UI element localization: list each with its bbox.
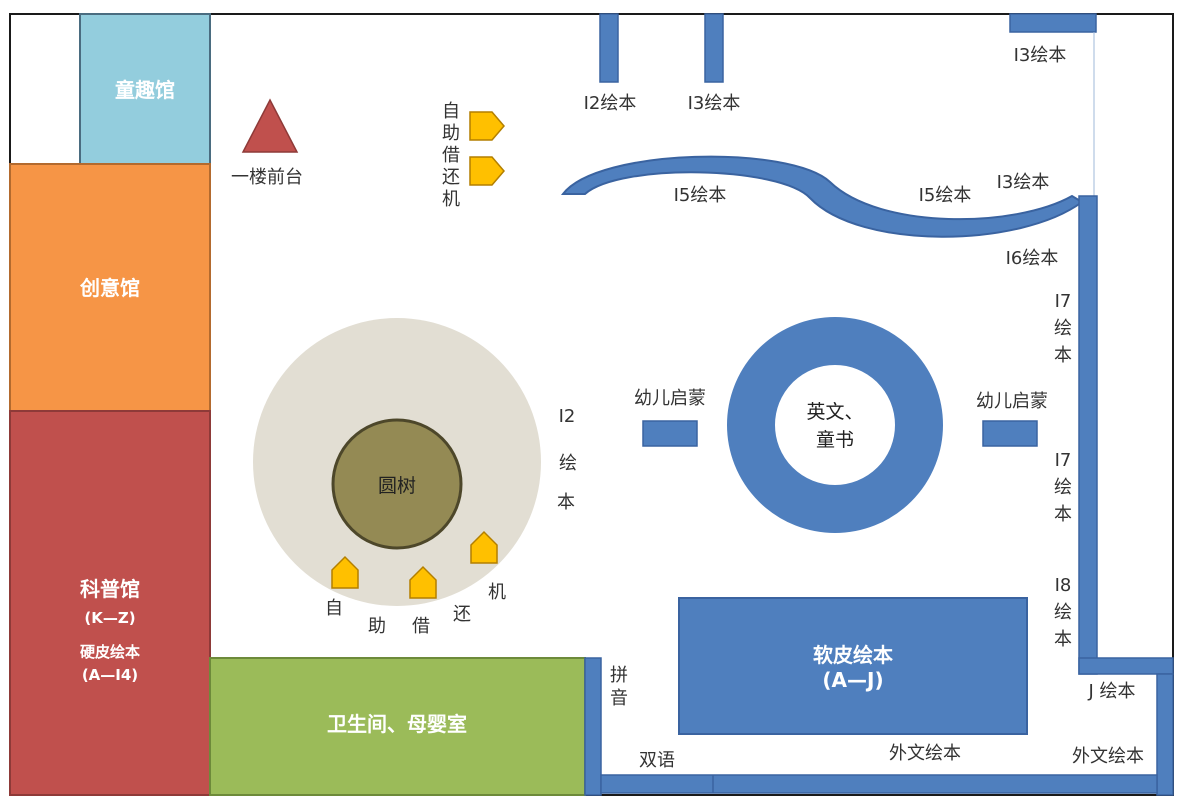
shelf-right-wall bbox=[1078, 195, 1098, 675]
svg-text:绘: 绘 bbox=[1054, 318, 1072, 339]
svg-text:绘: 绘 bbox=[1054, 602, 1072, 623]
shelf-i2-top bbox=[599, 13, 619, 83]
hardcover-picturebooks-label: 硬皮绘本 bbox=[80, 643, 140, 661]
svg-text:绘: 绘 bbox=[1054, 477, 1072, 498]
hardcover-range: (A—I4) bbox=[82, 666, 138, 684]
shelf-i3-corner bbox=[1009, 13, 1097, 33]
creative-hall-label: 创意馆 bbox=[79, 276, 140, 300]
pentagon-marker-icon[interactable] bbox=[331, 555, 359, 589]
shelf-right-lower bbox=[1156, 673, 1174, 796]
svg-text:机: 机 bbox=[442, 189, 460, 210]
label-j: J 绘本 bbox=[1087, 681, 1135, 702]
shelf-j bbox=[1078, 657, 1174, 675]
svg-text:I7: I7 bbox=[1055, 291, 1072, 312]
label-i7-upper: I7 绘 本 bbox=[1054, 291, 1072, 366]
label-pinyin: 拼 音 bbox=[610, 665, 628, 709]
svg-text:本: 本 bbox=[557, 492, 575, 513]
label-bilingual: 双语 bbox=[639, 750, 675, 771]
creative-hall-room[interactable] bbox=[9, 163, 211, 412]
svg-text:本: 本 bbox=[1054, 345, 1072, 366]
label-i7-lower: I7 绘 本 bbox=[1054, 450, 1072, 525]
svg-text:拼: 拼 bbox=[610, 665, 628, 686]
science-hall-range: (K—Z) bbox=[84, 609, 135, 627]
tree-kiosk-label: 自 助 借 还 机 bbox=[325, 582, 506, 637]
round-tree-label: 圆树 bbox=[378, 475, 416, 497]
label-i3-corner: I3绘本 bbox=[1014, 45, 1067, 66]
pentagon-marker-icon[interactable] bbox=[469, 156, 505, 186]
svg-text:I2: I2 bbox=[559, 406, 576, 427]
science-hall-label: 科普馆 bbox=[80, 577, 140, 601]
english-books-ring[interactable] bbox=[727, 317, 943, 533]
svg-text:机: 机 bbox=[488, 582, 506, 603]
label-i5-left: I5绘本 bbox=[674, 185, 727, 206]
science-hall-room[interactable] bbox=[9, 410, 211, 796]
shelf-bottom bbox=[600, 774, 1158, 794]
svg-text:还: 还 bbox=[453, 604, 471, 625]
svg-text:还: 还 bbox=[442, 167, 460, 188]
center-ring-line2: 童书 bbox=[816, 429, 854, 451]
shelf-i3-top bbox=[704, 13, 724, 83]
shelf-pinyin bbox=[584, 657, 602, 796]
softcover-range: (A—J) bbox=[822, 668, 883, 692]
svg-text:音: 音 bbox=[610, 688, 628, 709]
top-kiosk-label: 自 助 借 还 机 bbox=[442, 101, 460, 210]
label-i2-vertical: I2 绘 本 bbox=[557, 406, 577, 513]
svg-text:I8: I8 bbox=[1055, 575, 1072, 596]
label-foreign-right: 外文绘本 bbox=[1072, 746, 1144, 767]
pentagon-marker-icon[interactable] bbox=[469, 111, 505, 141]
label-i8: I8 绘 本 bbox=[1054, 575, 1072, 650]
svg-text:自: 自 bbox=[442, 101, 460, 122]
triangle-marker-icon[interactable] bbox=[241, 98, 299, 153]
svg-text:助: 助 bbox=[368, 616, 386, 637]
label-i5-right: I5绘本 bbox=[919, 185, 972, 206]
softcover-picturebooks-area[interactable] bbox=[678, 597, 1028, 735]
svg-text:本: 本 bbox=[1054, 629, 1072, 650]
svg-text:助: 助 bbox=[442, 123, 460, 144]
label-i2-top: I2绘本 bbox=[584, 93, 637, 114]
svg-text:借: 借 bbox=[412, 616, 430, 637]
svg-text:绘: 绘 bbox=[559, 453, 577, 474]
shelf-i5-curve bbox=[560, 155, 1084, 238]
shelf-preschool-left bbox=[642, 420, 698, 447]
svg-text:本: 本 bbox=[1054, 504, 1072, 525]
label-preschool-left: 幼儿启蒙 bbox=[634, 388, 706, 409]
label-i3-curve: I3绘本 bbox=[997, 172, 1050, 193]
kids-hall-label: 童趣馆 bbox=[115, 78, 175, 102]
svg-text:借: 借 bbox=[442, 145, 460, 166]
svg-text:自: 自 bbox=[325, 598, 343, 619]
softcover-label: 软皮绘本 bbox=[813, 643, 893, 667]
label-i3-top: I3绘本 bbox=[688, 93, 741, 114]
center-ring-line1: 英文、 bbox=[806, 401, 863, 423]
pentagon-marker-icon[interactable] bbox=[409, 565, 437, 599]
round-tree[interactable] bbox=[331, 418, 463, 550]
label-foreign-mid: 外文绘本 bbox=[889, 743, 961, 764]
label-preschool-right: 幼儿启蒙 bbox=[976, 391, 1048, 412]
restroom-label: 卫生间、母婴室 bbox=[327, 712, 467, 736]
front-desk-label: 一楼前台 bbox=[231, 167, 303, 188]
svg-text:I7: I7 bbox=[1055, 450, 1072, 471]
label-i6: I6绘本 bbox=[1006, 248, 1059, 269]
shelf-preschool-right bbox=[982, 420, 1038, 447]
pentagon-marker-icon[interactable] bbox=[470, 530, 498, 564]
